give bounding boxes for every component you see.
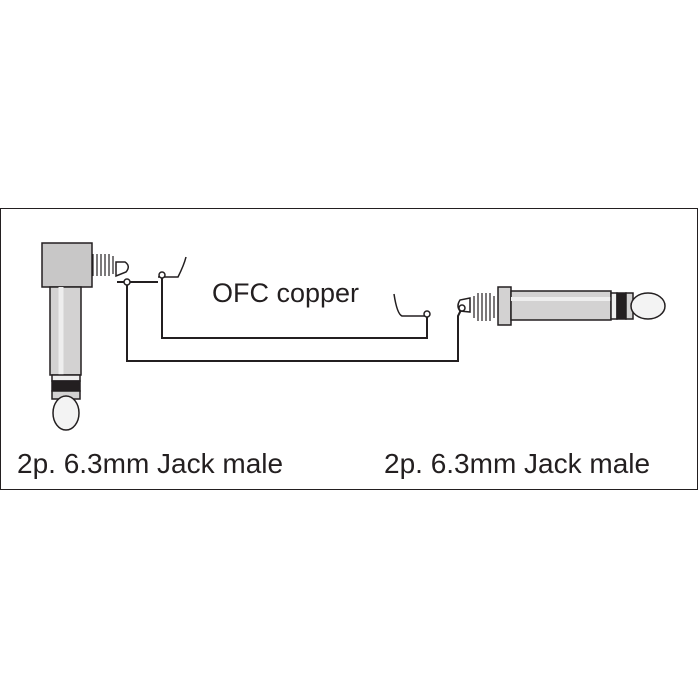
cable-type-label: OFC copper <box>212 278 360 308</box>
angled-jack-plug-icon <box>41 242 187 431</box>
solder-point <box>458 304 466 312</box>
left-connector-label: 2p. 6.3mm Jack male <box>17 448 284 479</box>
cable-conductors <box>117 271 466 362</box>
solder-point <box>123 278 131 286</box>
solder-point <box>423 310 431 318</box>
conductor-inner <box>161 277 428 339</box>
wiring-diagram-frame <box>0 208 698 490</box>
right-connector-label: 2p. 6.3mm Jack male <box>384 448 651 479</box>
solder-point <box>158 271 166 279</box>
straight-jack-plug-icon <box>393 286 666 326</box>
